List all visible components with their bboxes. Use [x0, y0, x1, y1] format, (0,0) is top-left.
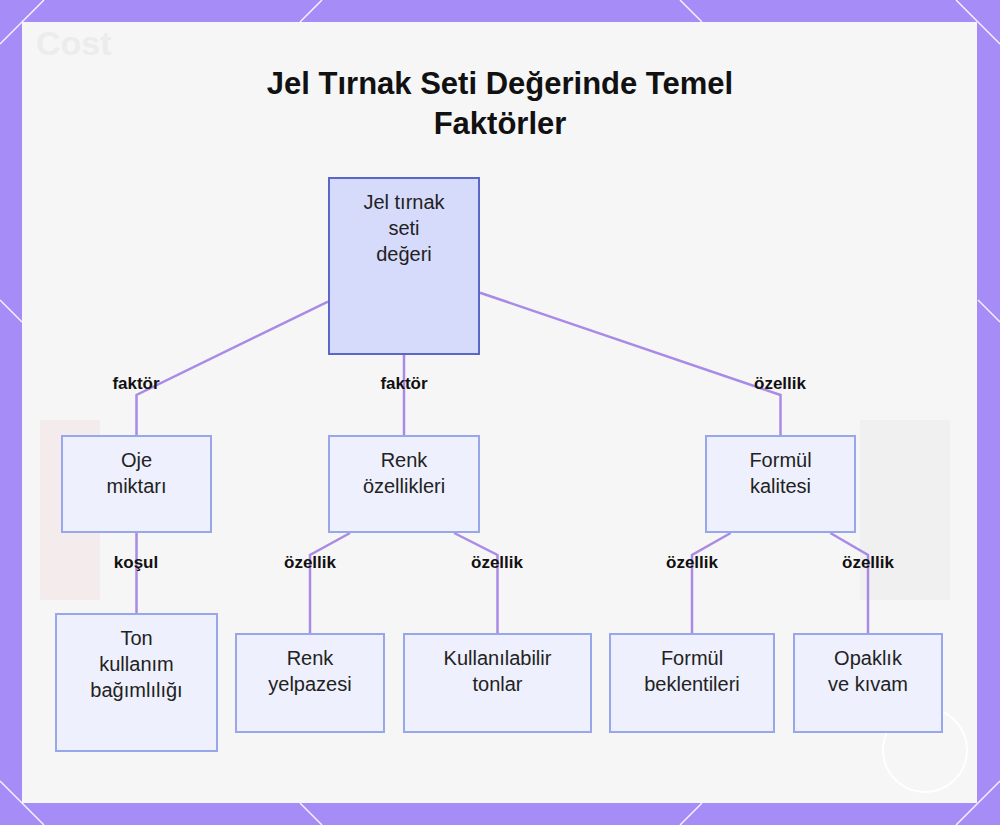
node-label: Ton kullanım bağımlılığı	[87, 625, 187, 703]
factor-box: Oje miktarı	[61, 435, 212, 533]
connector-line	[403, 355, 406, 435]
node-label: Oje miktarı	[97, 447, 177, 499]
watermark-text: Cost	[36, 24, 112, 63]
node-label: Kullanılabilir tonlar	[423, 645, 573, 697]
connector-line	[830, 533, 868, 633]
edge-label: faktör	[112, 374, 159, 394]
node-label: Renk yelpazesi	[260, 645, 360, 697]
edge-label: koşul	[114, 553, 158, 573]
canvas-area	[22, 22, 977, 803]
connector-line	[310, 533, 350, 633]
node-label: Opaklık ve kıvam	[823, 645, 913, 697]
connector-line	[692, 533, 731, 633]
node-label: Formül beklentileri	[627, 645, 757, 697]
root-box: Jel tırnak seti değeri	[328, 177, 480, 355]
factor-box: Ton kullanım bağımlılığı	[55, 613, 218, 752]
connector-line	[137, 302, 329, 435]
connector-line	[480, 293, 781, 435]
edge-label: faktör	[380, 374, 427, 394]
background-blur	[860, 420, 950, 600]
node-label: Jel tırnak seti değeri	[360, 189, 448, 267]
edge-label: özellik	[284, 553, 336, 573]
node-label: Formül kalitesi	[731, 447, 831, 499]
connector-line	[135, 533, 138, 613]
factor-box: Kullanılabilir tonlar	[403, 633, 592, 733]
node-label: Renk özellikleri	[348, 447, 460, 499]
diagram-title: Jel Tırnak Seti Değerinde Temel Faktörle…	[200, 64, 800, 144]
edge-label: özellik	[471, 553, 523, 573]
factor-box: Formül beklentileri	[609, 633, 775, 733]
factor-box: Renk yelpazesi	[235, 633, 385, 733]
connector-line	[454, 533, 497, 633]
edge-label: özellik	[754, 374, 806, 394]
edge-label: özellik	[666, 553, 718, 573]
factor-box: Opaklık ve kıvam	[793, 633, 943, 733]
factor-box: Formül kalitesi	[705, 435, 856, 533]
edge-label: özellik	[842, 553, 894, 573]
factor-box: Renk özellikleri	[328, 435, 480, 533]
